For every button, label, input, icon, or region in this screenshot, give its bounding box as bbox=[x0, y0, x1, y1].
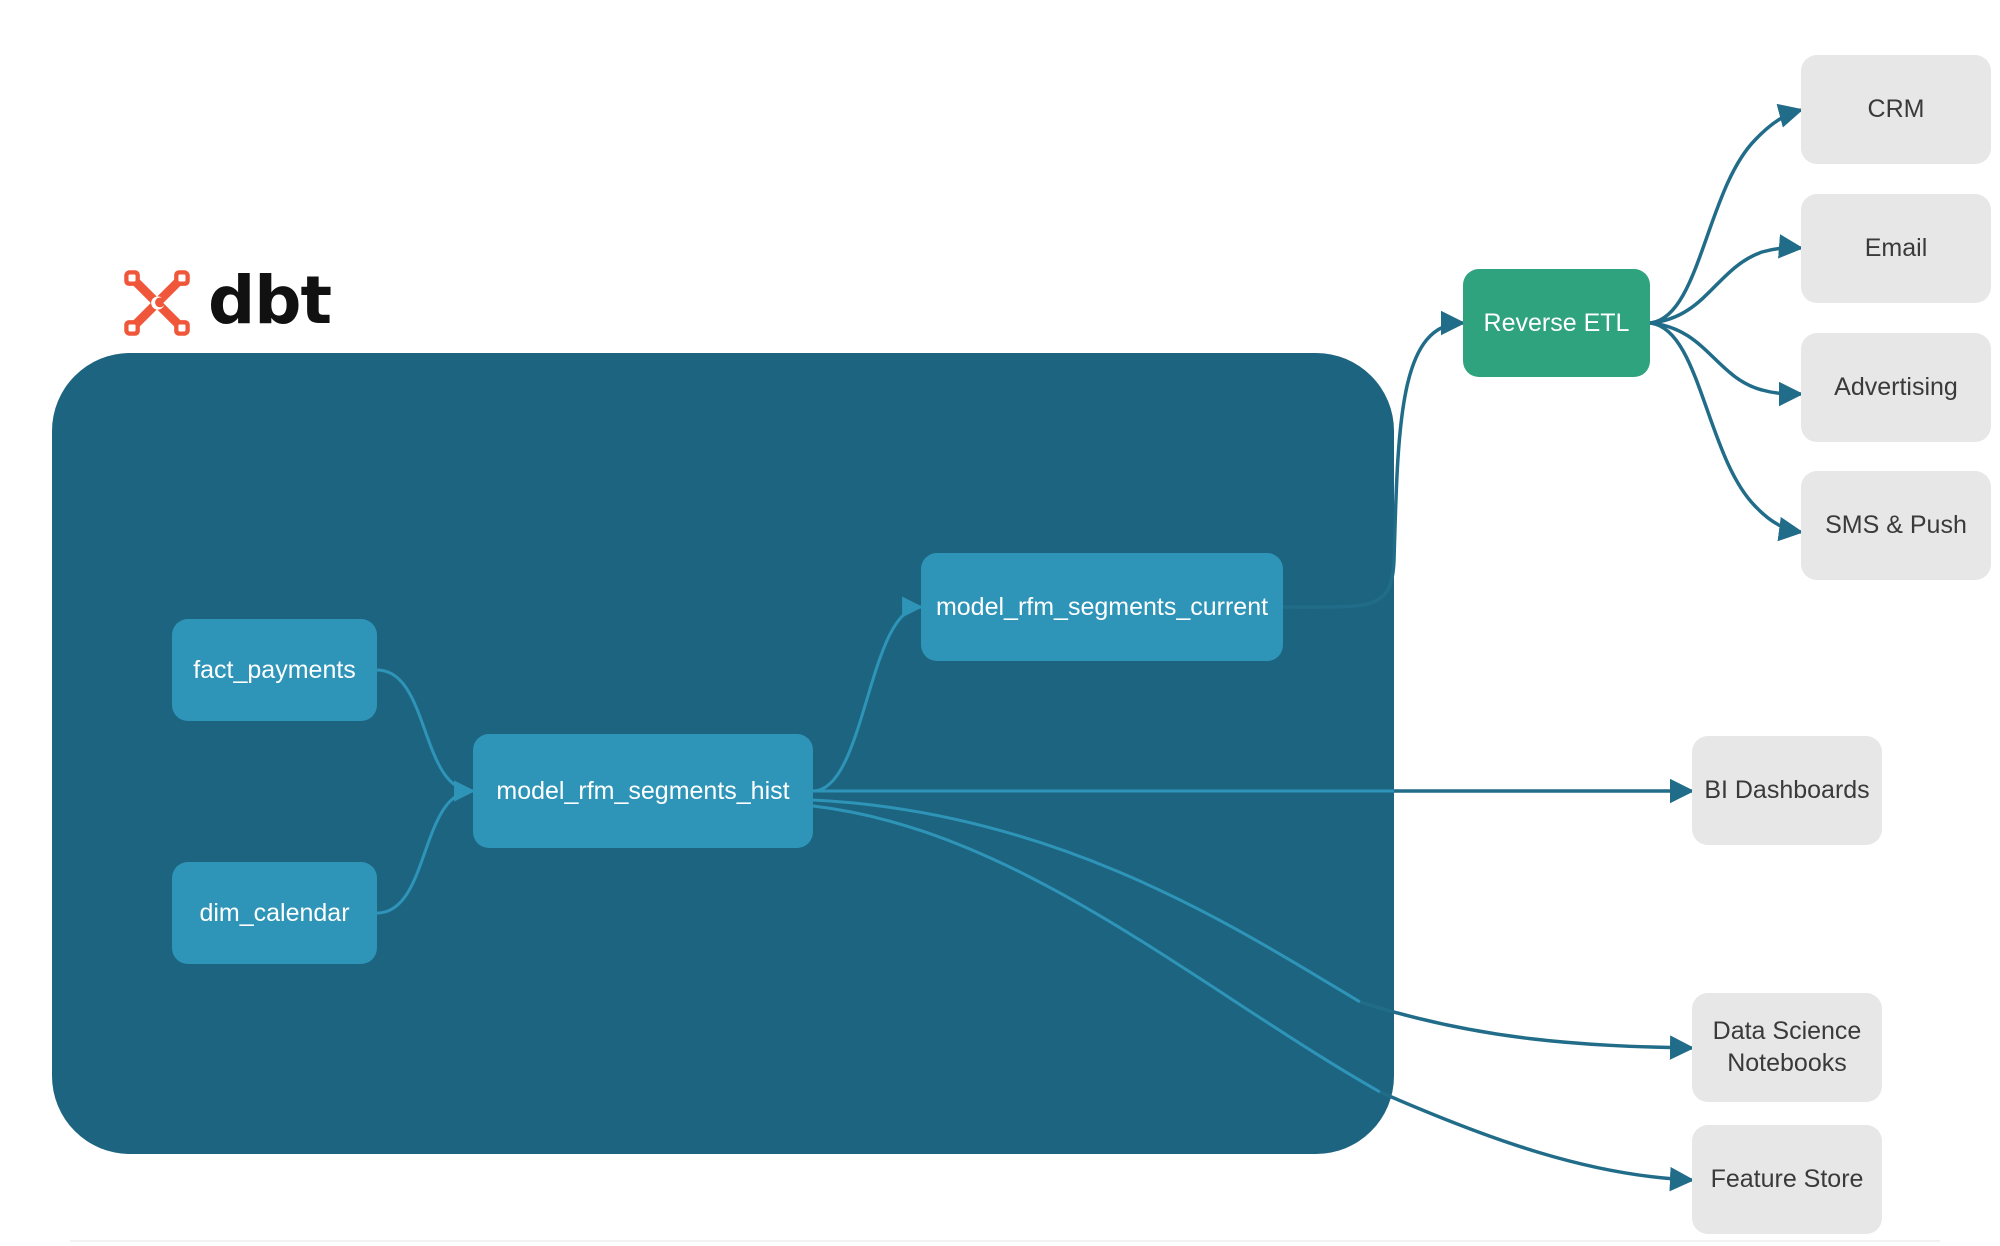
node-label: dim_calendar bbox=[199, 898, 350, 927]
dbt-wordmark: dbt bbox=[208, 262, 332, 339]
node-model-rfm-segments-current[interactable]: model_rfm_segments_current bbox=[921, 553, 1283, 661]
node-model-rfm-segments-hist[interactable]: model_rfm_segments_hist bbox=[473, 734, 813, 848]
node-dim-calendar[interactable]: dim_calendar bbox=[172, 862, 377, 964]
node-label: Reverse ETL bbox=[1483, 308, 1630, 337]
node-label: CRM bbox=[1867, 94, 1925, 123]
node-label: Data Science Notebooks bbox=[1713, 1016, 1862, 1079]
node-label: Feature Store bbox=[1710, 1164, 1864, 1193]
edge-reverse-etl-to-sms-push bbox=[1649, 321, 1804, 542]
node-bi-dashboards[interactable]: BI Dashboards bbox=[1692, 736, 1882, 845]
node-advertising[interactable]: Advertising bbox=[1801, 333, 1991, 442]
node-label-line-1: Data Science bbox=[1712, 1017, 1862, 1046]
node-data-science-notebooks[interactable]: Data Science Notebooks bbox=[1692, 993, 1882, 1102]
dbt-logo-icon bbox=[124, 270, 190, 336]
node-email[interactable]: Email bbox=[1801, 194, 1991, 303]
node-label: model_rfm_segments_hist bbox=[496, 776, 790, 805]
node-label: BI Dashboards bbox=[1704, 775, 1870, 804]
node-label-line-2: Notebooks bbox=[1727, 1048, 1847, 1077]
node-crm[interactable]: CRM bbox=[1801, 55, 1991, 164]
node-label: Advertising bbox=[1834, 372, 1958, 401]
edge-hist-to-ds-notebooks bbox=[1359, 1000, 1695, 1060]
page-bottom-rule bbox=[70, 1240, 1940, 1242]
node-label: model_rfm_segments_current bbox=[935, 592, 1269, 621]
dbt-logo: dbt bbox=[118, 260, 338, 346]
node-label: fact_payments bbox=[193, 655, 356, 684]
node-reverse-etl[interactable]: Reverse ETL bbox=[1463, 269, 1650, 377]
node-feature-store[interactable]: Feature Store bbox=[1692, 1125, 1882, 1234]
edge-reverse-etl-to-email bbox=[1649, 234, 1804, 325]
edge-hist-to-feature-store bbox=[1379, 1090, 1695, 1192]
node-sms-push[interactable]: SMS & Push bbox=[1801, 471, 1991, 580]
node-label: Email bbox=[1864, 233, 1928, 262]
edge-reverse-etl-to-crm bbox=[1649, 103, 1804, 325]
node-fact-payments[interactable]: fact_payments bbox=[172, 619, 377, 721]
node-label: SMS & Push bbox=[1825, 510, 1967, 539]
edge-reverse-etl-to-advertising bbox=[1649, 321, 1804, 407]
